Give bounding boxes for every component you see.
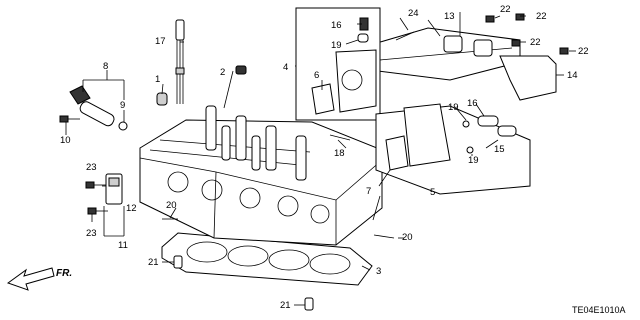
bolts-22: [485, 13, 569, 55]
dowel-pin-21-upper: [173, 255, 183, 269]
callout-19b: 19: [448, 102, 459, 113]
callout-19a: 19: [331, 40, 342, 51]
callout-21a: 21: [148, 257, 159, 268]
callout-22b: 22: [536, 11, 547, 22]
callout-15: 15: [494, 144, 505, 155]
cylinder-head: [139, 119, 383, 246]
callout-24: 24: [408, 8, 419, 19]
valve-springs: [205, 105, 307, 181]
callout-23b: 23: [86, 228, 97, 239]
part-1-cap: [156, 92, 168, 106]
callout-13: 13: [444, 11, 455, 22]
callout-8: 8: [103, 61, 108, 72]
head-bolt: [175, 19, 185, 104]
forward-direction-label: FR.: [56, 268, 72, 279]
callout-22d: 22: [578, 46, 589, 57]
callout-5: 5: [430, 187, 435, 198]
callout-17: 17: [155, 36, 166, 47]
callout-2: 2: [220, 67, 225, 78]
bolt-10: [59, 115, 80, 123]
callout-16b: 16: [467, 98, 478, 109]
callout-22a: 22: [500, 4, 511, 15]
oil-control-solenoid: [69, 85, 128, 131]
callout-9: 9: [120, 100, 125, 111]
callout-labels: 1 2 3 4 5 6 7 8 9 10 11 12 13 14 15 16 1…: [60, 4, 589, 311]
callout-7: 7: [366, 186, 371, 197]
callout-23a: 23: [86, 162, 97, 173]
bolt-23-lower: [87, 207, 108, 215]
callout-21b: 21: [280, 300, 291, 311]
diagram-code: TE04E1010A: [572, 305, 626, 315]
callout-14: 14: [567, 70, 578, 81]
stud-18: [329, 134, 351, 141]
forward-direction-arrow: FR.: [6, 267, 72, 291]
sensor-12: [105, 173, 123, 205]
callout-4: 4: [283, 62, 288, 73]
callout-20b: 20: [402, 232, 413, 243]
callout-11: 11: [118, 240, 128, 251]
callout-3: 3: [376, 266, 381, 277]
spool-valve-upper: [295, 7, 381, 121]
part-2-plug: [235, 65, 247, 75]
callout-12: 12: [126, 203, 137, 214]
leader-lines: [65, 12, 576, 306]
callout-20a: 20: [166, 200, 177, 211]
callout-16a: 16: [331, 20, 342, 31]
head-gasket: [161, 232, 373, 286]
callout-6: 6: [314, 70, 319, 81]
callout-1: 1: [155, 74, 160, 85]
callout-10: 10: [60, 135, 71, 146]
dowel-pin-21-lower: [304, 297, 314, 311]
callout-18: 18: [334, 148, 345, 159]
bolt-24: [395, 31, 415, 41]
spool-valve-lower: [375, 103, 531, 195]
cover-14: [499, 55, 557, 101]
stud-20-right: [373, 234, 395, 239]
bolt-23-upper: [85, 181, 106, 189]
callout-19c: 19: [468, 155, 479, 166]
callout-22c: 22: [530, 37, 541, 48]
